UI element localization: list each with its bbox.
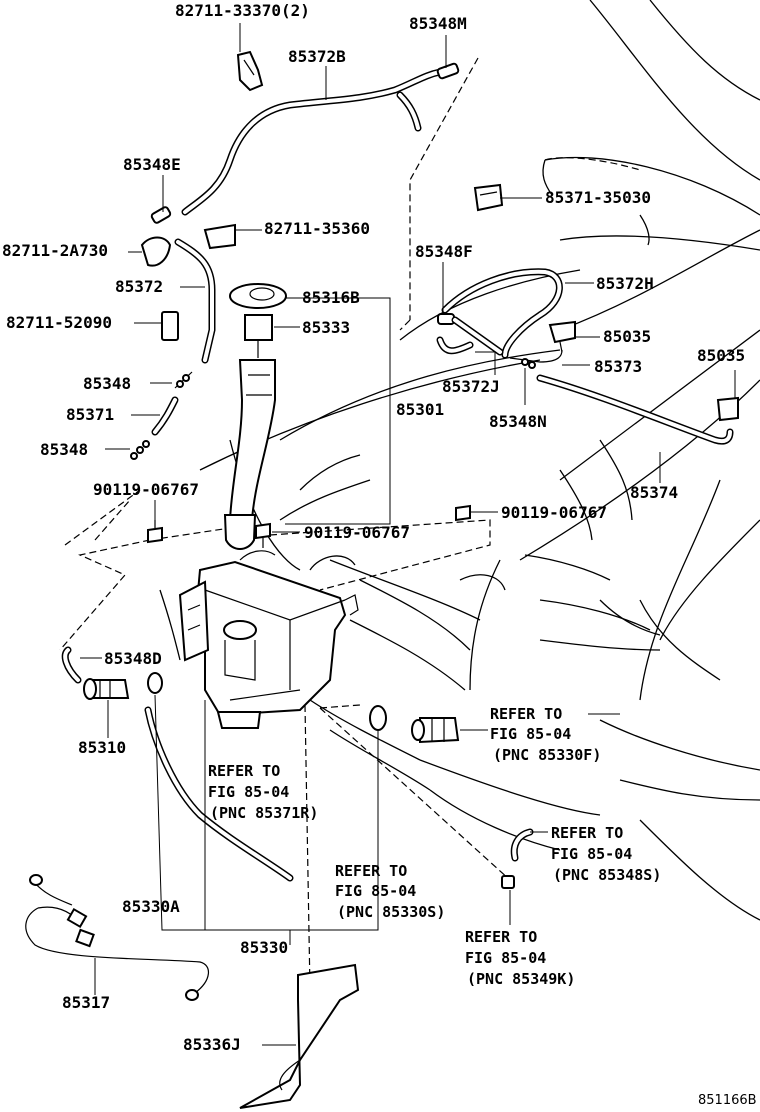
label-85330: 85330 xyxy=(240,938,288,957)
svg-text:(PNC 85348S): (PNC 85348S) xyxy=(553,866,661,884)
grommet-right xyxy=(369,705,387,731)
hose-85373 xyxy=(509,349,563,363)
hose-85372J xyxy=(436,316,504,356)
nozzle-85035-left xyxy=(548,320,576,353)
refer-notes: REFER TO FIG 85-04 (PNC 85330F) REFER TO… xyxy=(208,705,661,988)
label-85371-35030: 85371-35030 xyxy=(545,188,651,207)
hose-85348D xyxy=(61,646,82,684)
clamp-82711-33370 xyxy=(236,50,264,92)
label-85348N: 85348N xyxy=(489,412,547,431)
part-labels: 82711-33370(2) 85348M 85372B 85348E 8537… xyxy=(2,1,745,1054)
label-82711-35360: 82711-35360 xyxy=(264,219,370,238)
label-85035-left: 85035 xyxy=(603,327,651,346)
hose-85372B xyxy=(181,68,444,216)
refer-note-85371R: REFER TO FIG 85-04 (PNC 85371R) xyxy=(208,762,318,822)
shield-85336J xyxy=(239,963,360,1109)
label-82711-2A730: 82711-2A730 xyxy=(2,241,108,260)
hose-85348S xyxy=(510,828,534,862)
leader-lines xyxy=(80,23,736,1046)
joint-85348-lower xyxy=(130,440,150,460)
hose-85371 xyxy=(151,396,179,436)
joint-85348F xyxy=(437,313,455,325)
svg-text:FIG 85-04: FIG 85-04 xyxy=(490,725,571,743)
label-85373: 85373 xyxy=(594,357,642,376)
svg-text:REFER TO: REFER TO xyxy=(490,705,562,723)
svg-text:FIG 85-04: FIG 85-04 xyxy=(335,882,416,900)
label-85348-upper: 85348 xyxy=(83,374,131,393)
label-85330A: 85330A xyxy=(122,897,180,916)
svg-text:REFER TO: REFER TO xyxy=(551,824,623,842)
label-85348F: 85348F xyxy=(415,242,473,261)
vehicle-body-outline xyxy=(159,0,760,921)
label-85348D: 85348D xyxy=(104,649,162,668)
strainer-85333 xyxy=(244,314,273,358)
grommet-left xyxy=(147,672,163,694)
washer-tank xyxy=(178,550,359,729)
clip-85371-35030 xyxy=(473,183,504,212)
label-85372: 85372 xyxy=(115,277,163,296)
svg-text:FIG 85-04: FIG 85-04 xyxy=(208,783,289,801)
svg-text:(PNC 85330S): (PNC 85330S) xyxy=(337,903,445,921)
svg-text:FIG 85-04: FIG 85-04 xyxy=(465,949,546,967)
joint-85348N xyxy=(521,358,536,369)
filler-neck-85301 xyxy=(223,359,276,550)
hose-85372 xyxy=(174,238,216,364)
label-90119-right: 90119-06767 xyxy=(501,503,607,522)
diagram-code: 851166B xyxy=(698,1093,757,1108)
refer-note-85330F: REFER TO FIG 85-04 (PNC 85330F) xyxy=(490,705,620,764)
pump-right xyxy=(411,717,460,744)
label-90119-left: 90119-06767 xyxy=(93,480,199,499)
label-85336J: 85336J xyxy=(183,1035,241,1054)
hose-85371R xyxy=(144,706,294,882)
svg-text:(PNC 85371R): (PNC 85371R) xyxy=(210,804,318,822)
label-85371: 85371 xyxy=(66,405,114,424)
label-85333: 85333 xyxy=(302,318,350,337)
assembly-dashed-lines xyxy=(59,57,511,991)
label-85348-lower: 85348 xyxy=(40,440,88,459)
joint-85348E xyxy=(150,206,172,224)
refer-note-85348S: REFER TO FIG 85-04 (PNC 85348S) xyxy=(551,824,661,884)
label-85035-right: 85035 xyxy=(697,346,745,365)
inlet-cap-85316B xyxy=(229,283,287,309)
joint-85348M xyxy=(436,62,460,80)
refer-note-85330S: REFER TO FIG 85-04 (PNC 85330S) xyxy=(335,862,445,921)
bolt-90119-b xyxy=(255,522,271,548)
label-85348E: 85348E xyxy=(123,155,181,174)
label-90119-middle: 90119-06767 xyxy=(304,523,410,542)
svg-text:REFER TO: REFER TO xyxy=(335,862,407,880)
label-82711-52090: 82711-52090 xyxy=(6,313,112,332)
label-85310: 85310 xyxy=(78,738,126,757)
clamp-82711-52090 xyxy=(161,311,179,341)
pump-85310 xyxy=(83,678,130,700)
wire-harness-85317 xyxy=(25,874,209,1001)
nozzle-85035-right xyxy=(716,396,739,422)
refer-note-85349K: REFER TO FIG 85-04 (PNC 85349K) xyxy=(465,928,575,988)
hose-85372H xyxy=(441,268,563,359)
label-85372B: 85372B xyxy=(288,47,346,66)
label-85316B: 85316B xyxy=(302,288,360,307)
svg-text:REFER TO: REFER TO xyxy=(208,762,280,780)
label-85317: 85317 xyxy=(62,993,110,1012)
label-85372H: 85372H xyxy=(596,274,654,293)
joint-85348-upper xyxy=(174,371,193,389)
hose-85374 xyxy=(536,374,734,445)
svg-text:FIG 85-04: FIG 85-04 xyxy=(551,845,632,863)
label-85348M: 85348M xyxy=(409,14,467,33)
label-82711-33370: 82711-33370(2) xyxy=(175,1,310,20)
bolt-90119-c xyxy=(455,504,471,522)
label-85301: 85301 xyxy=(396,400,444,419)
svg-text:(PNC 85349K): (PNC 85349K) xyxy=(467,970,575,988)
label-85372J: 85372J xyxy=(442,377,500,396)
clip-85349K xyxy=(501,875,515,889)
svg-text:(PNC 85330F): (PNC 85330F) xyxy=(493,746,601,764)
clamp-82711-2A730 xyxy=(140,236,172,267)
svg-text:REFER TO: REFER TO xyxy=(465,928,537,946)
clamp-82711-35360 xyxy=(203,223,236,250)
label-85374: 85374 xyxy=(630,483,678,502)
